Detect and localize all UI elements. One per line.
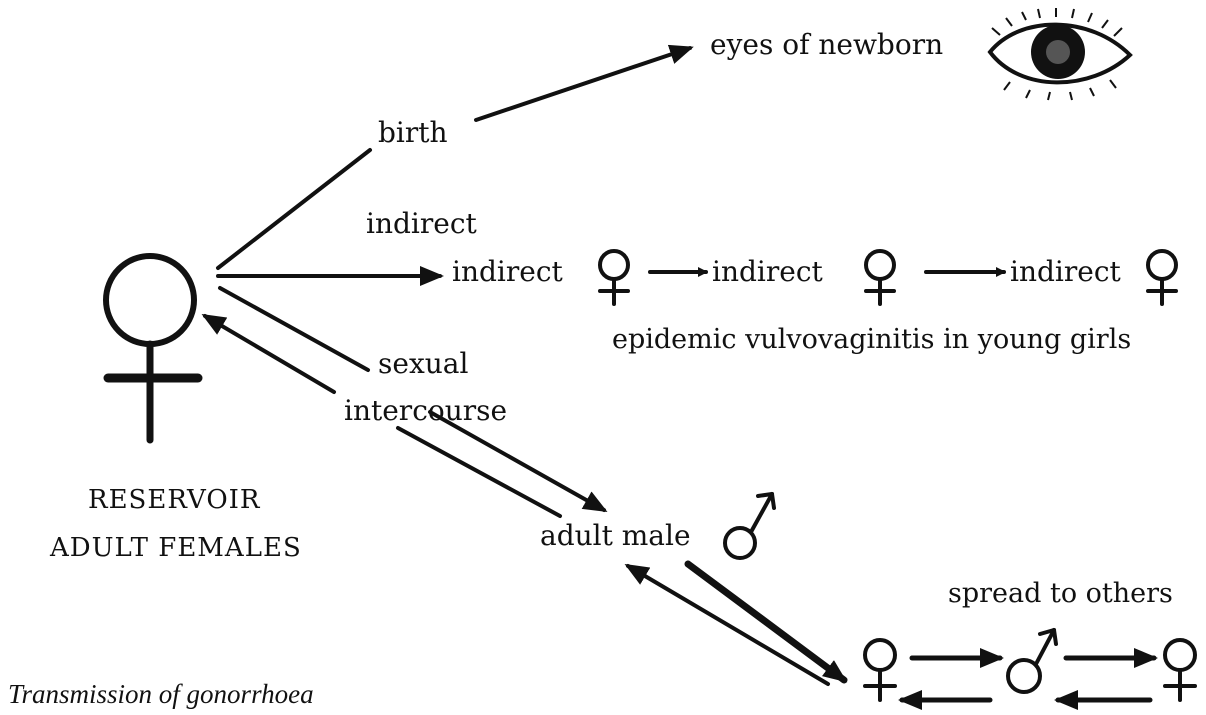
spread-female-1 (863, 638, 897, 702)
label-spread-to-others: spread to others (948, 578, 1173, 609)
label-sexual: sexual (378, 347, 468, 380)
spread-female-2 (1163, 638, 1197, 702)
indirect-female-2 (864, 249, 896, 306)
label-epidemic: epidemic vulvovaginitis in young girls (612, 324, 1131, 355)
label-indirect-1: indirect (452, 255, 564, 288)
label-reservoir: RESERVOIR (88, 485, 261, 515)
label-adult-male: adult male (540, 519, 691, 552)
edge-birth-to-eyes (474, 44, 694, 122)
indirect-female-3 (1146, 249, 1178, 306)
label-eyes-of-newborn: eyes of newborn (710, 28, 943, 61)
edge-intercourse-to-male (428, 410, 608, 512)
edge-male-to-spread (684, 560, 848, 684)
eye-icon (987, 8, 1133, 101)
spread-male (1006, 628, 1058, 694)
label-birth: birth (378, 116, 448, 149)
label-indirect-2: indirect (712, 255, 824, 288)
edge-spread-to-male (624, 563, 830, 686)
edge-to-sexual (218, 286, 370, 372)
label-indirect-top: indirect (366, 207, 478, 240)
caption: Transmission of gonorrhoea (8, 679, 314, 709)
edge-intercourse-to-reservoir (201, 313, 336, 394)
male-symbol (723, 492, 776, 560)
label-intercourse: intercourse (344, 394, 507, 427)
reservoir-female-symbol (103, 253, 203, 444)
label-indirect-3: indirect (1010, 255, 1122, 288)
label-adult-females: ADULT FEMALES (49, 533, 302, 563)
edge-male-to-reservoir-return (396, 426, 562, 518)
indirect-female-1 (598, 249, 630, 306)
edge-to-birth (216, 148, 372, 270)
